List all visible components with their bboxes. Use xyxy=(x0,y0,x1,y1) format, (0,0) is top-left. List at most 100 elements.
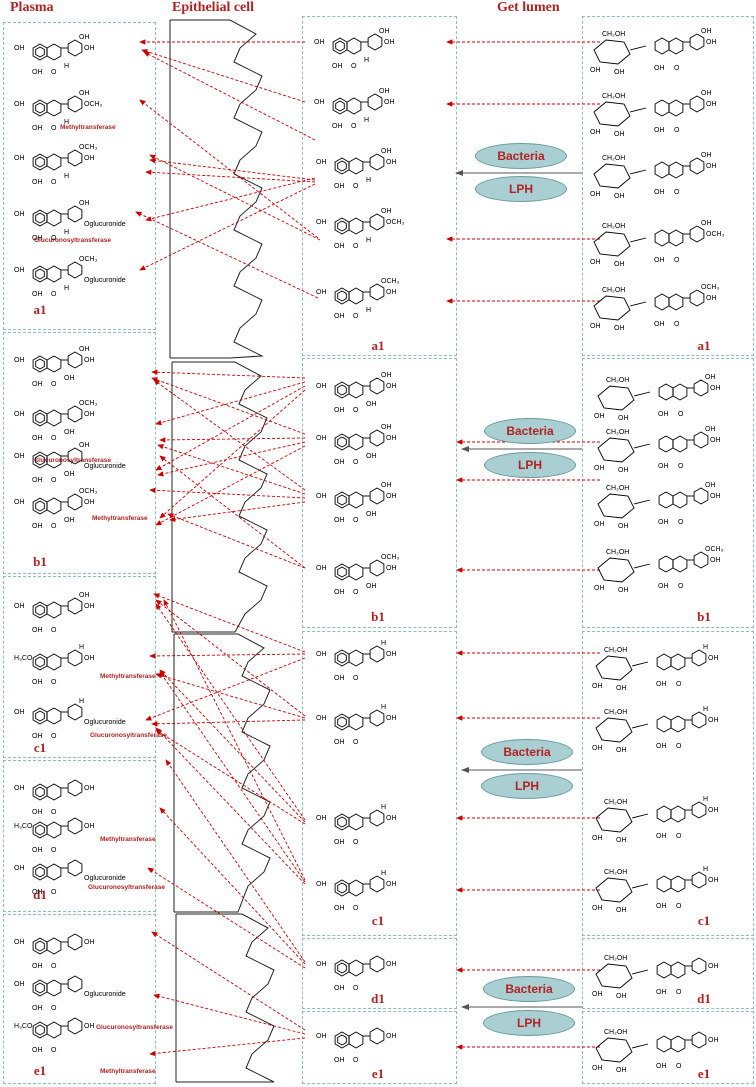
svg-text:O: O xyxy=(353,517,359,524)
svg-text:OH: OH xyxy=(84,357,95,364)
svg-text:OH: OH xyxy=(381,372,392,379)
svg-text:O: O xyxy=(674,257,680,264)
arrow-27 xyxy=(151,377,306,435)
arrow-48 xyxy=(155,727,306,885)
svg-text:OH: OH xyxy=(32,477,43,484)
svg-text:OH: OH xyxy=(381,148,392,155)
svg-text:OH: OH xyxy=(14,939,25,946)
svg-text:OH: OH xyxy=(386,715,397,722)
svg-text:OH: OH xyxy=(84,785,95,792)
svg-text:OH: OH xyxy=(334,1057,345,1064)
svg-text:CH₂OH: CH₂OH xyxy=(604,1029,627,1036)
svg-text:OH: OH xyxy=(14,211,25,218)
svg-text:OH: OH xyxy=(594,521,605,528)
svg-text:OCH₃: OCH₃ xyxy=(386,219,405,226)
svg-text:O: O xyxy=(351,123,357,130)
svg-text:O: O xyxy=(353,589,359,596)
svg-text:CH₂OH: CH₂OH xyxy=(604,869,627,876)
svg-text:OH: OH xyxy=(386,961,397,968)
svg-text:OH: OH xyxy=(316,383,327,390)
svg-text:OCH₃: OCH₃ xyxy=(84,101,103,108)
svg-text:H: H xyxy=(64,285,69,292)
svg-text:OH: OH xyxy=(386,159,397,166)
svg-text:OH: OH xyxy=(706,163,717,170)
svg-text:H: H xyxy=(64,229,69,236)
arrow-44 xyxy=(159,669,306,823)
svg-text:OH: OH xyxy=(654,65,665,72)
svg-text:OH: OH xyxy=(334,407,345,414)
svg-text:OH: OH xyxy=(14,785,25,792)
svg-text:OH: OH xyxy=(316,715,327,722)
arrow-31 xyxy=(153,379,306,491)
svg-text:OH: OH xyxy=(592,991,603,998)
label-glycoside-a1: a1 xyxy=(697,338,711,353)
arrow-32 xyxy=(157,444,306,495)
svg-text:OH: OH xyxy=(654,127,665,134)
svg-text:CH₂OH: CH₂OH xyxy=(602,31,625,38)
bacteria-badge-b: Bacteria xyxy=(484,418,576,444)
svg-text:Oglucuronide: Oglucuronide xyxy=(84,221,126,228)
arrow-25 xyxy=(155,385,306,471)
svg-text:O: O xyxy=(353,1057,359,1064)
aglycone-box-d1 xyxy=(302,938,457,1009)
svg-text:OH: OH xyxy=(32,381,43,388)
svg-text:OH: OH xyxy=(616,685,627,692)
lph-badge-b: LPH xyxy=(484,452,576,478)
svg-text:OH: OH xyxy=(84,411,95,418)
svg-text:OH: OH xyxy=(334,459,345,466)
svg-text:Oglucuronide: Oglucuronide xyxy=(84,875,126,882)
arrow-17 xyxy=(145,169,316,183)
label-plasma-e1: e1 xyxy=(33,1063,47,1078)
svg-text:OH: OH xyxy=(701,152,712,159)
lph-badge-c: LPH xyxy=(481,773,573,799)
svg-text:OH: OH xyxy=(334,517,345,524)
label-aglycone-c1: c1 xyxy=(371,913,385,928)
svg-text:OH: OH xyxy=(654,321,665,328)
glycoside-box-d1 xyxy=(582,938,754,1009)
svg-text:O: O xyxy=(353,675,359,682)
svg-text:OH: OH xyxy=(314,99,325,106)
svg-text:OH: OH xyxy=(386,493,397,500)
svg-text:O: O xyxy=(51,477,57,484)
svg-text:OCH₃: OCH₃ xyxy=(705,546,724,553)
arrow-23 xyxy=(151,369,306,379)
svg-text:O: O xyxy=(353,243,359,250)
svg-text:O: O xyxy=(353,313,359,320)
svg-text:OH: OH xyxy=(710,493,721,500)
svg-text:OH: OH xyxy=(334,243,345,250)
svg-text:O: O xyxy=(678,463,684,470)
svg-text:Oglucuronide: Oglucuronide xyxy=(84,277,126,284)
arrow-43 xyxy=(155,603,306,821)
svg-text:OH: OH xyxy=(84,155,95,162)
svg-text:CH₂OH: CH₂OH xyxy=(604,955,627,962)
svg-text:OH: OH xyxy=(32,125,43,132)
svg-text:OH: OH xyxy=(381,424,392,431)
arrow-14 xyxy=(141,49,306,103)
arrow-21 xyxy=(135,211,319,299)
arrow-47 xyxy=(159,671,306,883)
arrow-42 xyxy=(151,719,306,727)
svg-text:O: O xyxy=(51,1005,57,1012)
epithelial-cells xyxy=(169,19,275,1083)
svg-text:O: O xyxy=(51,179,57,186)
svg-text:OH: OH xyxy=(616,993,627,1000)
svg-text:OH: OH xyxy=(32,235,43,242)
svg-text:OH: OH xyxy=(708,1037,719,1044)
svg-text:O: O xyxy=(676,1063,682,1070)
aglycone-box-c1 xyxy=(302,631,457,936)
methyltransferase-label-b1: Methyltransferase xyxy=(92,515,148,522)
svg-text:OCH₃: OCH₃ xyxy=(701,284,720,291)
label-glycoside-b1: b1 xyxy=(697,609,711,624)
svg-text:OH: OH xyxy=(84,655,95,662)
svg-text:CH₂OH: CH₂OH xyxy=(606,549,629,556)
header-gut-lumen: Get lumen xyxy=(497,0,560,15)
svg-text:O: O xyxy=(51,1047,57,1054)
svg-text:OH: OH xyxy=(14,453,25,460)
svg-text:O: O xyxy=(676,989,682,996)
svg-text:OH: OH xyxy=(332,63,343,70)
